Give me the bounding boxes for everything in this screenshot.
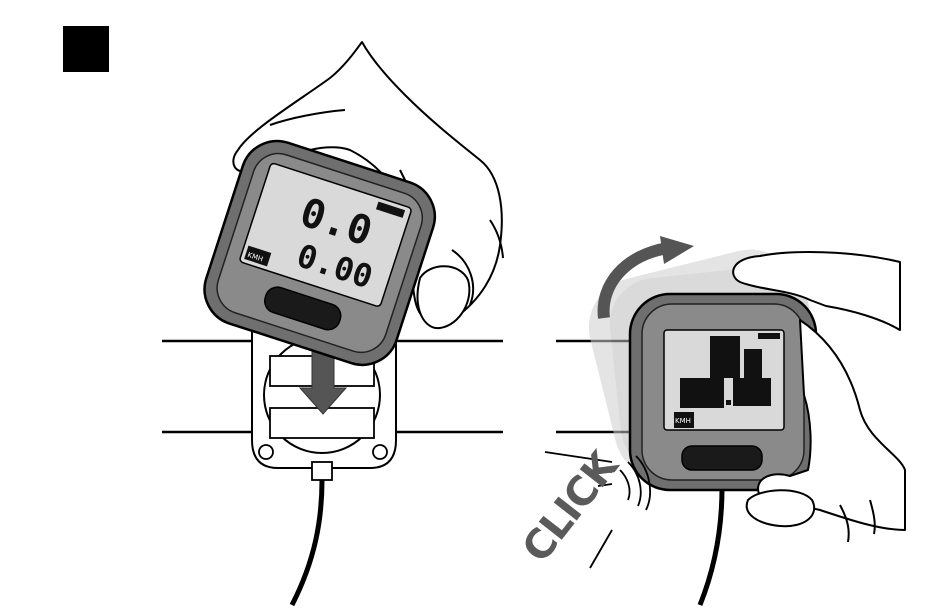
right-scene: KMH CLICK: [514, 236, 905, 605]
sensor-cable-right: [700, 488, 722, 605]
sensor-cable-left: [292, 480, 322, 605]
step-marker: [63, 26, 109, 72]
lcd-segment-block: [744, 349, 762, 378]
bike-computer-right: KMH: [630, 294, 816, 490]
left-scene: 0.0 0.00 KMH: [162, 42, 503, 605]
thumb-left: [418, 266, 470, 328]
lcd-segment-block: [710, 336, 740, 378]
device-button: [682, 446, 762, 470]
lcd-segment-block: [680, 378, 724, 408]
mode-badge-right: KMH: [675, 417, 691, 425]
lcd-segment-block: [733, 378, 771, 406]
click-label: CLICK: [514, 442, 629, 571]
